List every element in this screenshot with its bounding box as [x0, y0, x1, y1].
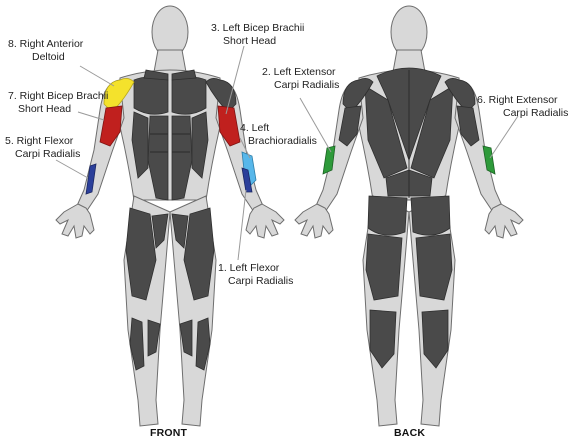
- front-view-title: FRONT: [150, 427, 187, 439]
- label-2-line-1: 2. Left Extensor: [262, 66, 339, 79]
- label-7-line-1: 7. Right Bicep Brachii: [8, 90, 108, 103]
- label-left-brachioradialis: 4. Left Brachioradialis: [240, 122, 317, 148]
- label-1-line-1: 1. Left Flexor: [218, 262, 293, 275]
- label-right-bicep-short-head: 7. Right Bicep Brachii Short Head: [8, 90, 108, 116]
- back-right-glute: [411, 196, 450, 235]
- label-6-line-1: 6. Right Extensor: [477, 94, 568, 107]
- front-body: [56, 6, 284, 426]
- label-4-line-1: 4. Left: [240, 122, 317, 135]
- back-view-title: BACK: [394, 427, 425, 439]
- label-left-flexor-carpi-radialis: 1. Left Flexor Carpi Radialis: [218, 262, 293, 288]
- label-right-extensor-carpi-radialis: 6. Right Extensor Carpi Radialis: [477, 94, 568, 120]
- label-3-line-2: Short Head: [211, 35, 304, 48]
- back-right-hamstring: [416, 234, 452, 300]
- label-4-line-2: Brachioradialis: [248, 135, 317, 148]
- leader-5: [56, 160, 88, 178]
- front-left-pectoral: [172, 77, 206, 114]
- label-3-line-1: 3. Left Bicep Brachii: [211, 22, 304, 35]
- label-6-line-2: Carpi Radialis: [477, 107, 568, 120]
- label-right-anterior-deltoid: 8. Right Anterior Deltoid: [8, 38, 83, 64]
- leader-6: [490, 116, 518, 158]
- back-left-glute: [368, 196, 407, 235]
- label-8-line-1: 8. Right Anterior: [8, 38, 83, 51]
- front-neck: [154, 50, 186, 72]
- label-8-line-2: Deltoid: [8, 51, 83, 64]
- label-left-bicep-short-head: 3. Left Bicep Brachii Short Head: [211, 22, 304, 48]
- leader-1: [238, 190, 246, 260]
- label-5-line-2: Carpi Radialis: [5, 148, 80, 161]
- label-left-extensor-carpi-radialis: 2. Left Extensor Carpi Radialis: [262, 66, 339, 92]
- front-right-pectoral: [134, 77, 168, 114]
- leader-8: [80, 66, 114, 86]
- label-5-line-1: 5. Right Flexor: [5, 135, 80, 148]
- label-1-line-2: Carpi Radialis: [218, 275, 293, 288]
- label-right-flexor-carpi-radialis: 5. Right Flexor Carpi Radialis: [5, 135, 80, 161]
- label-2-line-2: Carpi Radialis: [262, 79, 339, 92]
- label-7-line-2: Short Head: [8, 103, 108, 116]
- back-left-hamstring: [366, 234, 402, 300]
